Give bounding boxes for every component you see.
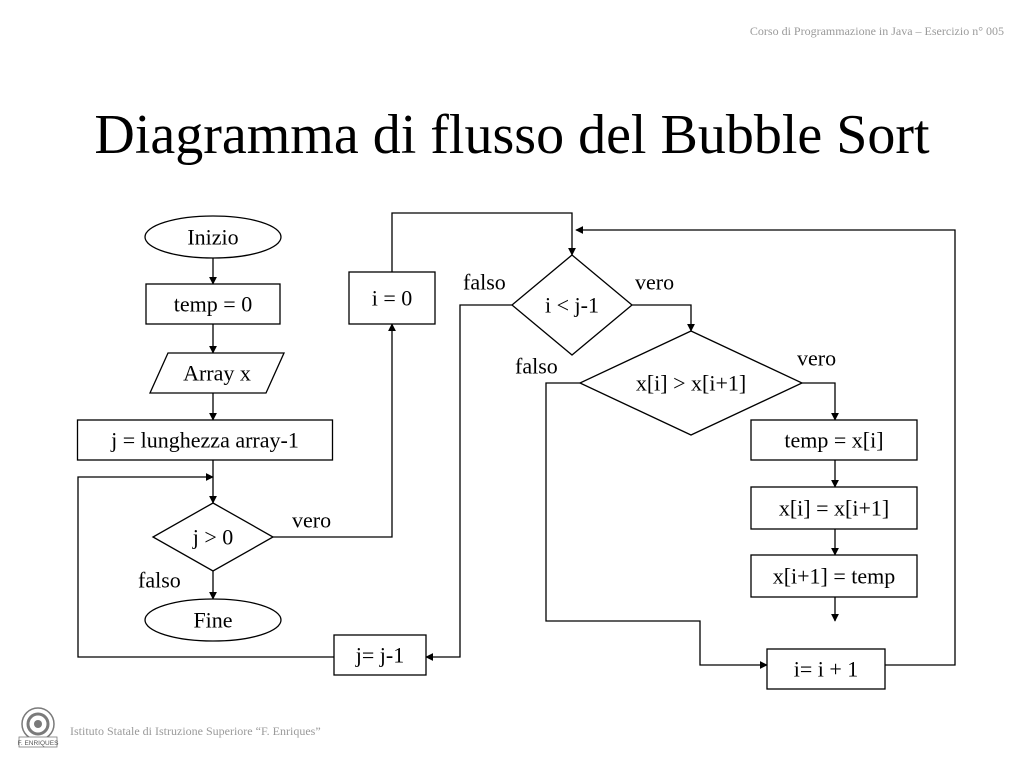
node-dec-j: j= j-1 xyxy=(333,634,427,676)
inc-i-label: i= i + 1 xyxy=(794,657,859,682)
end-label: Fine xyxy=(193,608,232,633)
node-swap-3: x[i+1] = temp xyxy=(750,554,918,598)
init-i-label: i = 0 xyxy=(372,286,413,311)
edge-label-falso: falso xyxy=(138,568,181,593)
connector-inc-i-to-check-i xyxy=(575,226,956,666)
node-swap-1: temp = x[i] xyxy=(750,419,918,461)
check-j-label: j > 0 xyxy=(192,525,234,550)
edge-label-falso: falso xyxy=(515,354,558,379)
end-shape xyxy=(144,598,282,642)
node-init-i: i = 0 xyxy=(348,271,436,325)
node-check-j: j > 0 xyxy=(151,502,275,572)
init-i-shape xyxy=(348,271,436,325)
connector-check-i-to-compare xyxy=(632,304,695,332)
init-temp-shape xyxy=(145,283,281,325)
init-j-shape xyxy=(76,419,334,461)
start-shape xyxy=(144,215,282,259)
slide-title: Diagramma di flusso del Bubble Sort xyxy=(94,104,930,166)
node-start: Inizio xyxy=(144,215,282,259)
swap-2-label: x[i] = x[i+1] xyxy=(779,496,889,521)
dec-j-label: j= j-1 xyxy=(355,643,404,668)
inc-i-shape xyxy=(766,648,886,690)
node-input-array: Array x xyxy=(148,352,286,394)
check-j-shape xyxy=(151,502,275,572)
node-inc-i: i= i + 1 xyxy=(766,648,886,690)
connectors-layer xyxy=(77,212,956,669)
swap-1-shape xyxy=(750,419,918,461)
compare-label: x[i] > x[i+1] xyxy=(636,371,746,396)
nodes-layer: Inizio temp = 0 Array x j = lunghezza array… xyxy=(76,215,918,690)
connector-init-i-to-check-i xyxy=(391,212,576,272)
connector-check-i-to-dec-j xyxy=(425,304,512,661)
check-i-label: i < j-1 xyxy=(545,293,599,318)
connector-check-j-to-init-i xyxy=(273,323,396,538)
edge-label-vero: vero xyxy=(797,346,836,371)
connector-dec-j-to-check-j xyxy=(77,473,334,658)
input-array-shape xyxy=(148,352,286,394)
node-init-temp: temp = 0 xyxy=(145,283,281,325)
edge-label-vero: vero xyxy=(635,270,674,295)
compare-shape xyxy=(578,330,804,436)
school-logo-icon: F. ENRIQUES xyxy=(18,707,59,748)
swap-1-label: temp = x[i] xyxy=(784,428,883,453)
input-array-label: Array x xyxy=(183,361,251,386)
dec-j-shape xyxy=(333,634,427,676)
edge-label-falso: falso xyxy=(463,270,506,295)
swap-2-shape xyxy=(750,486,918,530)
edge-label-vero: vero xyxy=(292,508,331,533)
logo-caption: F. ENRIQUES xyxy=(18,740,59,747)
start-label: Inizio xyxy=(187,225,238,250)
node-check-i: i < j-1 xyxy=(510,254,634,356)
slide-header: Corso di Programmazione in Java – Eserci… xyxy=(749,24,1004,38)
init-j-label: j = lunghezza array-1 xyxy=(110,428,299,453)
node-swap-2: x[i] = x[i+1] xyxy=(750,486,918,530)
swap-3-shape xyxy=(750,554,918,598)
edge-labels-layer: falso vero falso vero falso vero xyxy=(138,270,836,593)
node-end: Fine xyxy=(144,598,282,642)
init-temp-label: temp = 0 xyxy=(174,292,252,317)
swap-3-label: x[i+1] = temp xyxy=(773,564,896,589)
connector-compare-to-inc-i xyxy=(545,382,768,669)
slide-footer: Istituto Statale di Istruzione Superiore… xyxy=(70,724,321,738)
node-compare: x[i] > x[i+1] xyxy=(578,330,804,436)
check-i-shape xyxy=(510,254,634,356)
connector-compare-to-swap-1 xyxy=(802,382,839,421)
node-init-j: j = lunghezza array-1 xyxy=(76,419,334,461)
